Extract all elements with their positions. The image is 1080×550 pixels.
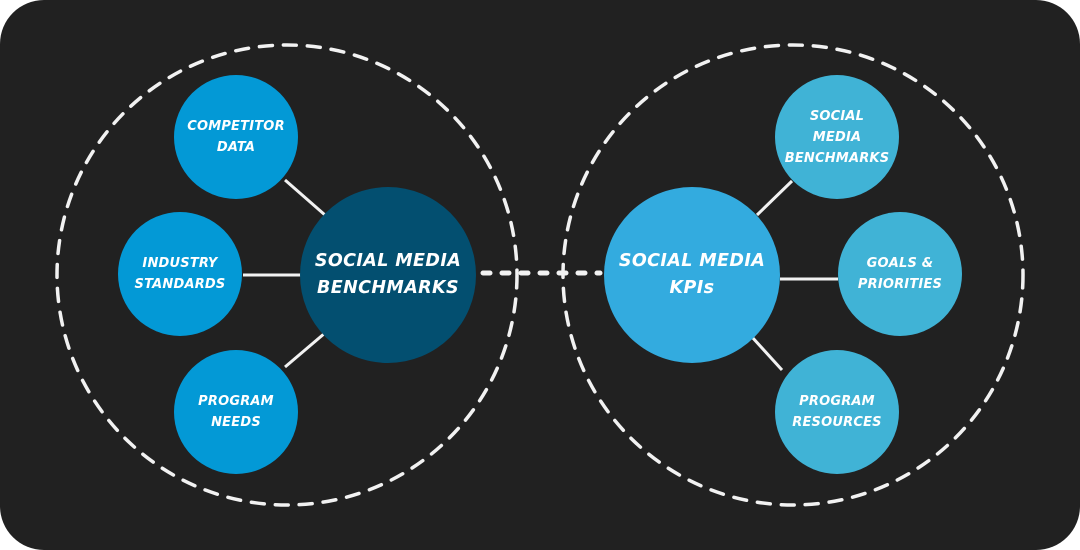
node-label: NEEDS <box>211 415 261 430</box>
node-program-needs: PROGRAM NEEDS <box>174 350 298 474</box>
node-label: COMPETITOR <box>187 119 285 134</box>
node-label: DATA <box>216 140 256 155</box>
node-label: STANDARDS <box>134 277 226 292</box>
node-label: PRIORITIES <box>857 277 943 292</box>
node-label: PROGRAM <box>799 394 875 409</box>
node-label: INDUSTRY <box>142 256 218 271</box>
node-label: MEDIA <box>812 129 862 145</box>
connector-sm-benchmarks <box>755 179 794 217</box>
node-program-resources: PROGRAM RESOURCES <box>775 350 899 474</box>
connector-program-resources <box>750 335 784 372</box>
hub-label: SOCIAL MEDIA <box>314 251 462 271</box>
hub-label: BENCHMARKS <box>316 278 460 298</box>
node-label: GOALS & <box>866 256 934 271</box>
node-label: BENCHMARKS <box>784 150 890 166</box>
left-group-boundary <box>55 43 519 507</box>
hub-social-media-kpis: SOCIAL MEDIA KPIs <box>604 187 780 363</box>
node-social-media-benchmarks: SOCIAL MEDIA BENCHMARKS <box>775 75 899 199</box>
hub-label: SOCIAL MEDIA <box>618 251 766 271</box>
node-goals-priorities: GOALS & PRIORITIES <box>838 212 962 336</box>
hub-label: KPIs <box>669 278 715 298</box>
connector-program-needs <box>284 331 326 369</box>
node-label: PROGRAM <box>198 394 274 409</box>
hub-social-media-benchmarks: SOCIAL MEDIA BENCHMARKS <box>300 187 476 363</box>
node-label: RESOURCES <box>792 415 882 430</box>
connector-competitor <box>284 178 326 217</box>
node-label: SOCIAL <box>809 108 865 124</box>
node-industry-standards: INDUSTRY STANDARDS <box>118 212 242 336</box>
node-competitor-data: COMPETITOR DATA <box>174 75 298 199</box>
